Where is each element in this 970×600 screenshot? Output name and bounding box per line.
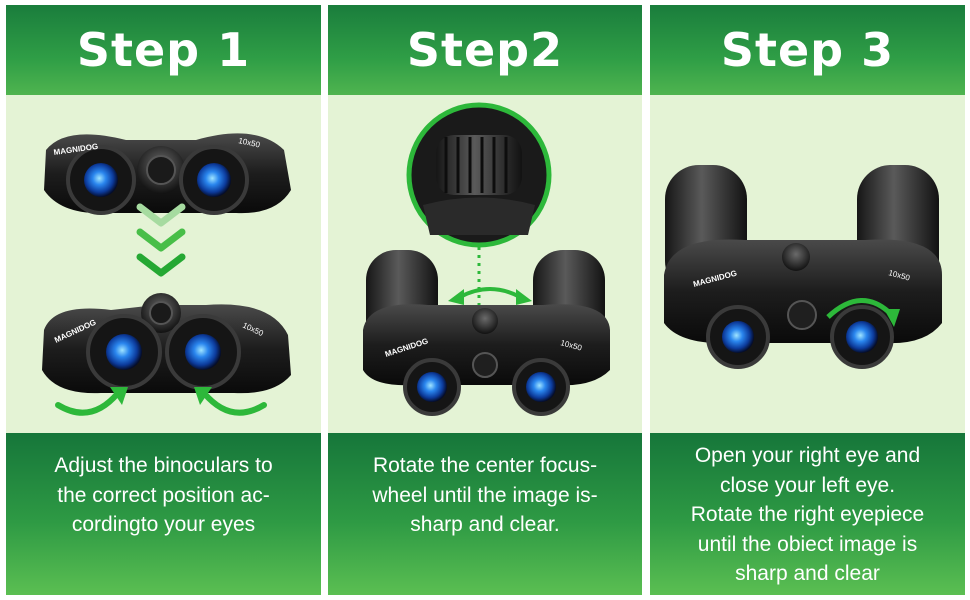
binocular-bottom-image: MAGNIDOG 10x50	[42, 293, 291, 394]
step-1-title: Step 1	[76, 23, 251, 77]
step-3-panel: Step 3 MAGNIDOG 10x50	[650, 5, 965, 595]
focus-wheel-zoom-image	[406, 102, 552, 248]
step-2-caption-box: Rotate the center focus- wheel until the…	[328, 433, 642, 595]
caption-line: cordingto your eyes	[71, 513, 256, 536]
step-3-caption-box: Open your right eye and close your left …	[650, 433, 965, 595]
step-2-header: Step2	[328, 5, 642, 95]
step-1-panel: Step 1 MAGNIDOG 10x50	[6, 5, 321, 595]
caption-line: Rotate the right eyepiece	[690, 503, 925, 526]
step-1-caption-box: Adjust the binoculars to the correct pos…	[6, 433, 321, 595]
lens-icon	[197, 163, 231, 197]
chevron-down-icon	[136, 203, 186, 277]
arrow-head-icon	[194, 387, 212, 405]
arrow-head-icon	[110, 387, 128, 405]
caption-line: Open your right eye and	[694, 444, 921, 467]
binocular-image: MAGNIDOG 10x50	[664, 165, 942, 369]
step-1-illustration: MAGNIDOG 10x50 M	[6, 95, 321, 433]
caption-line: until the obiect image is	[697, 532, 918, 556]
step-2-panel: Step2	[328, 5, 642, 595]
lens-icon	[185, 334, 221, 370]
step-3-illustration: MAGNIDOG 10x50	[650, 95, 965, 433]
lens-icon	[526, 372, 556, 402]
caption-line: wheel until the image is-	[372, 483, 598, 507]
step-2-title: Step2	[406, 23, 564, 77]
binocular-top-image: MAGNIDOG 10x50	[44, 133, 291, 215]
lens-icon	[106, 334, 142, 370]
lens-icon	[417, 372, 447, 402]
step-1-caption: Adjust the binoculars to the correct pos…	[14, 451, 313, 540]
lens-icon	[722, 321, 754, 353]
rotate-arrow-icon	[448, 287, 532, 305]
lens-icon	[846, 321, 878, 353]
step-3-title: Step 3	[720, 23, 895, 77]
step-3-header: Step 3	[650, 5, 965, 95]
step-3-caption: Open your right eye and close your left …	[658, 441, 957, 589]
lens-icon	[84, 163, 118, 197]
caption-line: sharp and clear	[735, 562, 880, 585]
curved-arrow-icon	[55, 390, 267, 416]
caption-line: sharp and clear.	[410, 513, 560, 536]
caption-line: Adjust the binoculars to	[54, 454, 273, 477]
step-2-caption: Rotate the center focus- wheel until the…	[336, 451, 634, 540]
step-1-header: Step 1	[6, 5, 321, 95]
binocular-image: MAGNIDOG 10x50	[363, 250, 610, 416]
step-2-illustration: MAGNIDOG 10x50	[328, 95, 642, 433]
caption-line: Rotate the center focus-	[372, 454, 598, 477]
caption-line: the correct position ac-	[57, 483, 270, 507]
rotate-eyepiece-arrow-icon	[826, 298, 900, 327]
caption-line: close your left eye.	[719, 473, 896, 497]
